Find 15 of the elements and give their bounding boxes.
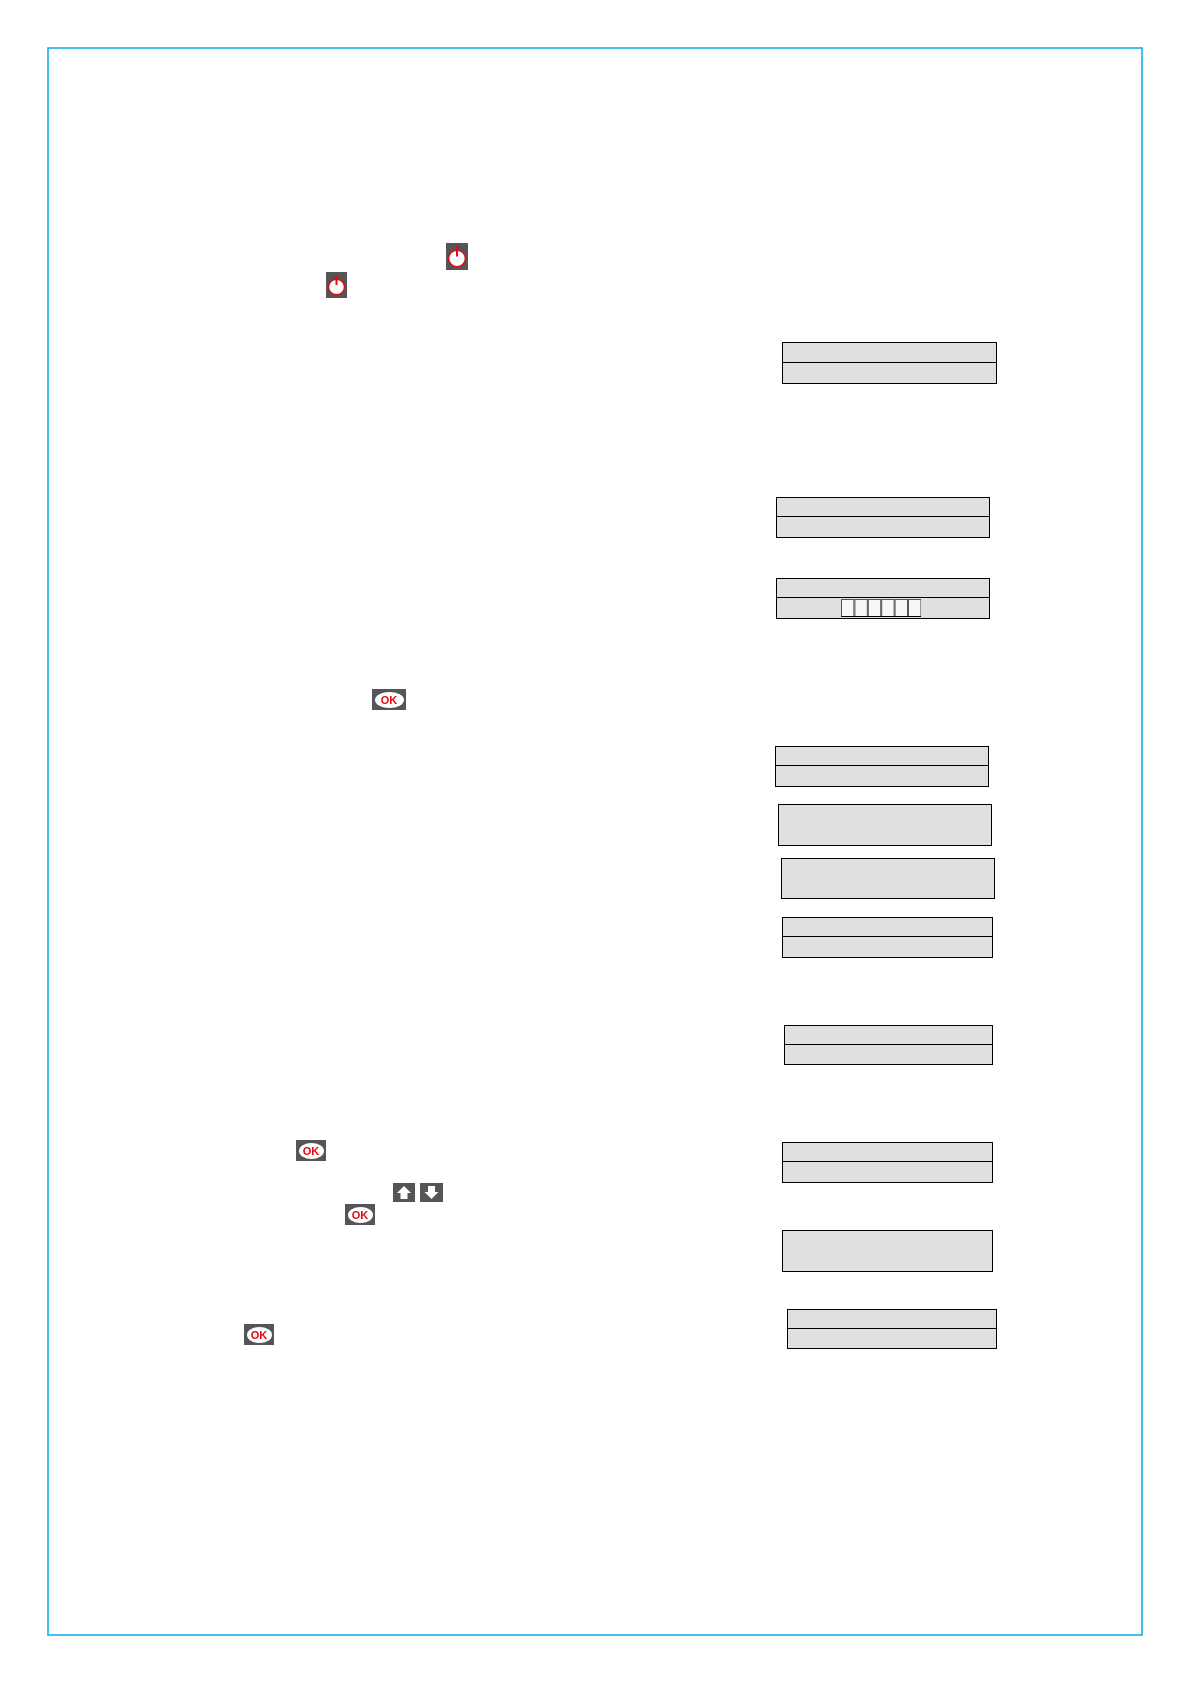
lcd-display — [784, 1025, 993, 1065]
lcd-display — [778, 804, 992, 846]
lcd-display — [782, 342, 997, 384]
ok-key: OK — [345, 1204, 375, 1225]
ok-key: OK — [372, 689, 406, 710]
lcd-display — [782, 917, 993, 958]
ok-key: OK — [296, 1140, 326, 1161]
lcd-display — [787, 1309, 997, 1349]
lcd-display — [782, 1230, 993, 1272]
lcd-display — [782, 1142, 993, 1183]
lcd-display — [781, 858, 995, 899]
lcd-display — [776, 497, 990, 538]
lcd-display — [776, 578, 990, 619]
ok-key: OK — [244, 1324, 274, 1345]
lcd-display — [775, 746, 989, 787]
